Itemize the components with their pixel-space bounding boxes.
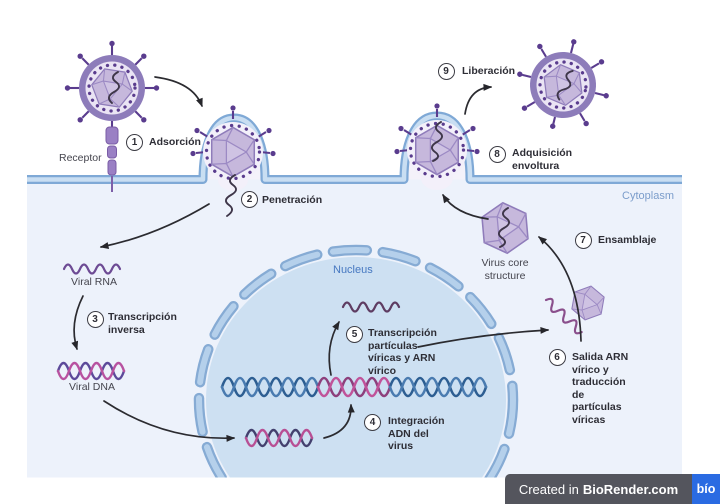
nucleus-label: Nucleus <box>333 264 373 276</box>
arrow-adsorption <box>154 76 203 108</box>
arrow-penetration <box>99 203 210 249</box>
viral-rna-label: Viral RNA <box>71 276 117 288</box>
arrow-integration <box>323 403 355 439</box>
step-5-badge: 5 <box>346 325 363 343</box>
nucleus-shape <box>193 244 519 478</box>
viral-rna-icon <box>62 263 122 275</box>
arrow-envelope <box>442 193 489 220</box>
arrow-transcription <box>328 320 340 376</box>
step-2-label: Penetración <box>262 193 323 206</box>
credit-brand: BioRender.com <box>582 481 679 497</box>
step-3-badge: 3 <box>86 311 104 328</box>
step-8-label: Adquisición envoltura <box>512 147 573 172</box>
virion-extracellular-icon <box>65 41 159 133</box>
step-2-badge: 2 <box>241 191 258 208</box>
step-7-label: Ensamblaje <box>598 234 657 246</box>
biorender-credit: Created in BioRender.com <box>505 474 692 504</box>
virus-core-icon <box>471 196 539 260</box>
biorender-logo: bío <box>692 474 720 504</box>
flow-arrows <box>71 76 582 442</box>
step-5-label: Transcripción partículas víricas y ARN v… <box>368 327 437 377</box>
arrow-export <box>417 326 550 348</box>
step-8-badge: 8 <box>488 145 506 163</box>
receptor-label: Receptor <box>59 152 102 164</box>
step-3-label: Transcripción inversa <box>108 311 177 336</box>
viral-dna-nucleus-icon <box>244 428 314 448</box>
virus-core-label: Virus core structure <box>481 257 529 282</box>
virion-budding-icon <box>393 102 481 182</box>
rna-squiggle-icon <box>225 174 237 217</box>
viral-mrna-icon <box>341 301 401 313</box>
step-1-label: Adsorción <box>149 136 201 148</box>
virion-released-icon <box>506 28 620 140</box>
arrow-assembly <box>538 236 582 342</box>
arrow-reverse-transcription <box>71 295 84 351</box>
rna-squiggle-icon <box>544 297 583 335</box>
step-1-badge: 1 <box>126 133 143 151</box>
host-dna-with-provirus-icon <box>220 376 488 398</box>
step-4-badge: 4 <box>364 413 381 431</box>
receptor-icon <box>105 126 119 192</box>
step-9-badge: 9 <box>437 62 455 80</box>
rna-squiggle-icon <box>431 121 443 162</box>
cell-membrane <box>27 111 682 184</box>
credit-prefix: Created in <box>518 481 579 497</box>
step-6-label: Salida ARN vírico y traducción de partíc… <box>572 351 629 426</box>
virion-entering-icon <box>189 104 277 184</box>
viral-dna-label: Viral DNA <box>69 381 115 393</box>
step-9-label: Liberación <box>462 65 516 77</box>
step-7-badge: 7 <box>574 231 592 249</box>
step-4-label: Integración ADN del virus <box>388 415 445 452</box>
step-6-badge: 6 <box>548 348 566 366</box>
arrow-release <box>464 83 493 115</box>
arrow-nuclear-import <box>103 400 236 442</box>
viral-dna-icon <box>56 361 126 381</box>
cytoplasm-label: Cytoplasm <box>622 190 674 202</box>
